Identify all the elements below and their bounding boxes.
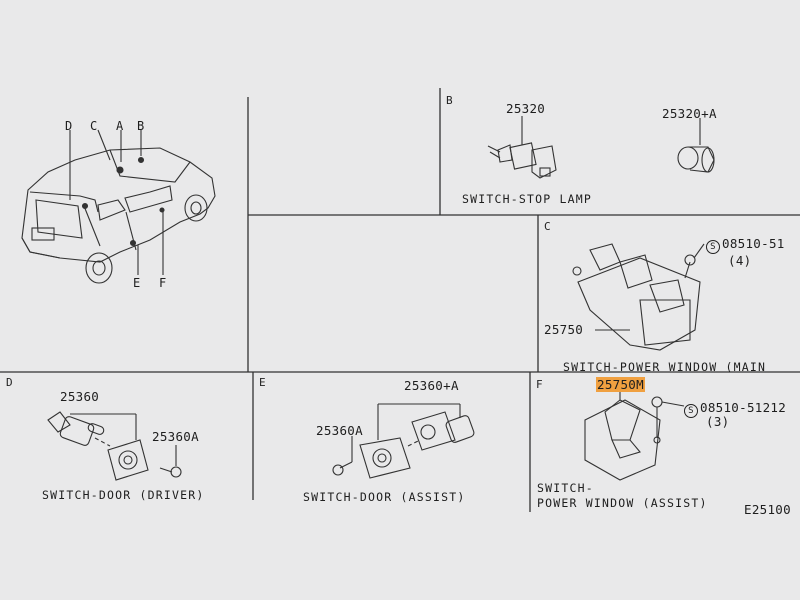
section-label-b: B xyxy=(446,94,453,107)
door-switch-assist-illustration xyxy=(332,403,475,479)
caption-power-window-assist-line2: POWER WINDOW (ASSIST) xyxy=(537,496,708,510)
part-number-door-assist-a: 25360+A xyxy=(404,378,459,393)
caption-power-window-main: SWITCH-POWER WINDOW (MAIN xyxy=(563,360,767,374)
screw-part-number: 08510-51 xyxy=(722,236,785,251)
screw-quantity-assist: (3) xyxy=(706,414,730,429)
caption-door-assist: SWITCH-DOOR (ASSIST) xyxy=(303,490,466,504)
section-label-c: C xyxy=(544,220,551,233)
power-window-assist-illustration xyxy=(584,392,685,481)
door-switch-driver-illustration xyxy=(47,411,182,481)
section-label-d: D xyxy=(6,376,13,389)
vehicle-callout-c: C xyxy=(90,119,98,133)
drawing-code: E25100 xyxy=(744,502,791,517)
vehicle-callout-f: F xyxy=(159,276,167,290)
vehicle-callout-d: D xyxy=(65,119,73,133)
screw-symbol-icon: S xyxy=(706,240,720,254)
part-number-stop-lamp: 25320 xyxy=(506,101,546,116)
part-number-power-window-assist: 25750M xyxy=(596,377,645,392)
section-label-f: F xyxy=(536,378,543,391)
power-window-main-illustration xyxy=(572,243,705,351)
screw-quantity-main: (4) xyxy=(728,253,752,268)
part-number-door-driver: 25360 xyxy=(60,389,100,404)
screw-symbol-icon: S xyxy=(684,404,698,418)
vehicle-callout-b: B xyxy=(137,119,145,133)
stop-lamp-switch-illustration xyxy=(487,116,715,179)
vehicle-callout-a: A xyxy=(116,119,124,133)
part-number-power-window-main: 25750 xyxy=(544,322,584,337)
vehicle-callout-e: E xyxy=(133,276,141,290)
screw-part-number: 08510-51212 xyxy=(700,400,787,415)
caption-door-driver: SWITCH-DOOR (DRIVER) xyxy=(42,488,205,502)
caption-power-window-assist-line1: SWITCH- xyxy=(537,481,594,495)
section-label-e: E xyxy=(259,376,266,389)
part-number-door-driver-a: 25360A xyxy=(152,429,199,444)
highlighted-part-number: 25750M xyxy=(596,377,645,392)
part-number-stop-lamp-a: 25320+A xyxy=(662,106,717,121)
part-number-door-assist: 25360A xyxy=(316,423,363,438)
vehicle-illustration xyxy=(21,129,216,284)
caption-stop-lamp: SWITCH-STOP LAMP xyxy=(462,192,592,206)
